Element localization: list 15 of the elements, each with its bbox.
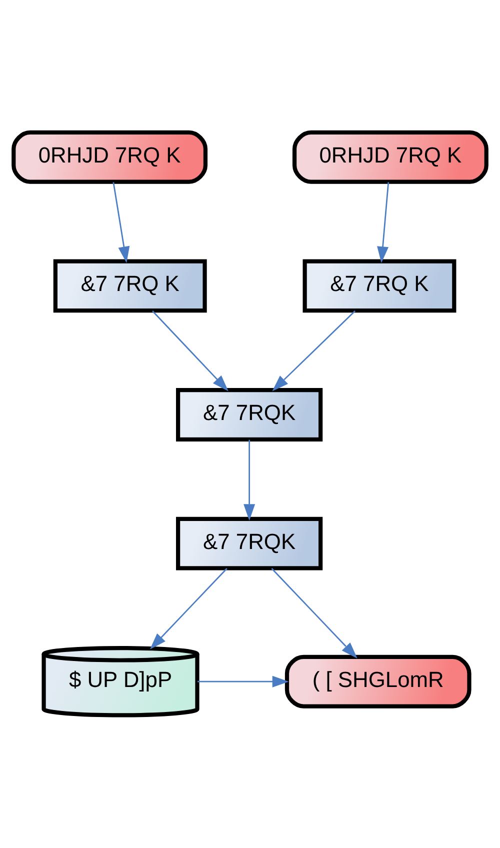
node-box: 0RHJD 7RQ K: [12, 130, 208, 184]
node-box: &7 7RQ K: [302, 259, 456, 313]
arrow: [244, 440, 256, 521]
node-box: 0RHJD 7RQ K: [292, 130, 488, 184]
arrow: [198, 676, 289, 688]
node-box: ( [ SHGLomR: [284, 654, 472, 708]
node-box: &7 7RQK: [176, 388, 323, 442]
node-box: &7 7RQ K: [53, 259, 207, 313]
arrow: [271, 568, 358, 658]
node-box: &7 7RQK: [176, 516, 323, 570]
arrow: [112, 182, 130, 264]
arrow: [150, 568, 228, 650]
arrow: [272, 310, 356, 392]
arrow: [377, 182, 390, 264]
arrow: [152, 310, 228, 392]
